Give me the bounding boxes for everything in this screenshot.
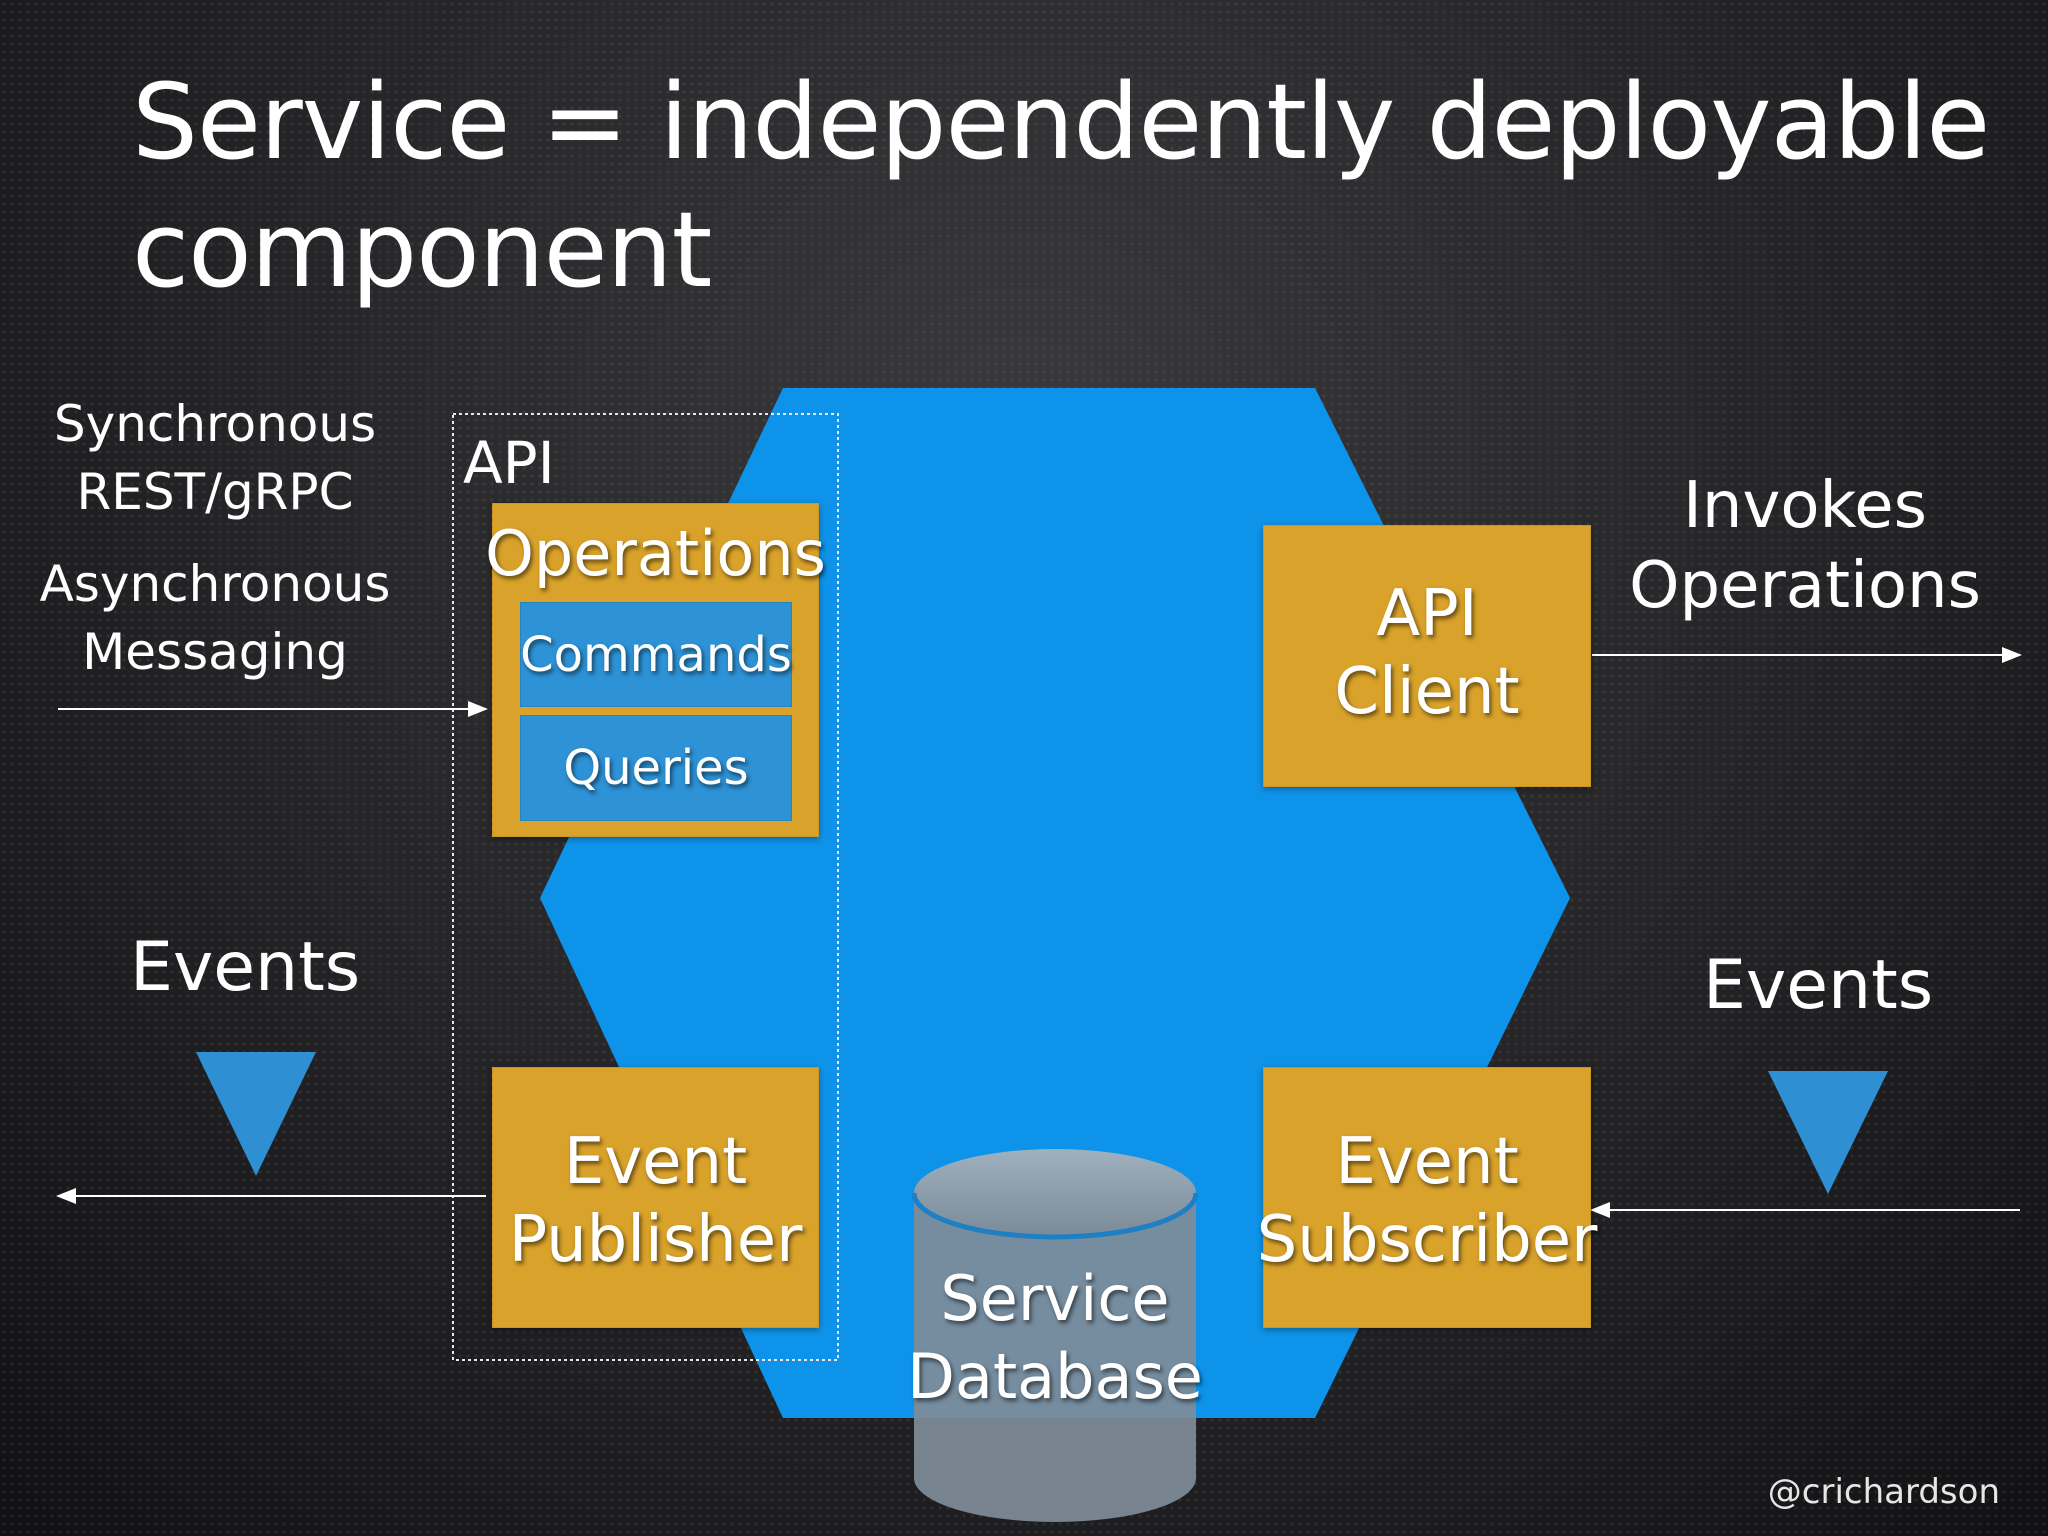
author-handle: @crichardson xyxy=(1767,1472,2000,1512)
right-events-label: Events xyxy=(1703,946,1934,1025)
left-events-label: Events xyxy=(130,928,361,1007)
right-event-triangle xyxy=(1768,1071,1888,1194)
event-subscriber-line2: Subscriber xyxy=(1256,1203,1598,1277)
operations-label: Operations xyxy=(485,516,826,590)
api-boundary xyxy=(452,413,839,1361)
rest-grpc-label: REST/gRPC xyxy=(76,463,354,521)
slide-title: Service = independently deployable compo… xyxy=(132,61,1990,311)
synchronous-label: Synchronous xyxy=(53,395,377,453)
operations-right-label: Operations xyxy=(1629,549,1981,623)
api-client-line2: Client xyxy=(1334,655,1520,729)
event-subscriber-line1: Event xyxy=(1335,1125,1519,1199)
left-event-triangle xyxy=(196,1052,316,1176)
api-client-line1: API xyxy=(1376,577,1478,651)
queries-box: Queries xyxy=(520,715,792,821)
invokes-label: Invokes xyxy=(1683,469,1927,543)
service-database-cylinder xyxy=(911,1149,1199,1522)
event-publisher-line2: Publisher xyxy=(508,1203,803,1277)
event-publisher-line1: Event xyxy=(563,1125,748,1199)
event-subscriber-box: Event Subscriber xyxy=(1256,1067,1598,1328)
commands-box: Commands xyxy=(520,602,792,707)
event-publisher-box: Event Publisher xyxy=(492,1067,819,1328)
api-client-box: API Client xyxy=(1263,525,1591,787)
api-label: API xyxy=(463,429,555,497)
database-line2: Database xyxy=(907,1339,1203,1413)
messaging-label: Messaging xyxy=(82,623,348,681)
database-line1: Service xyxy=(940,1261,1170,1335)
operations-box: Operations Commands Queries xyxy=(485,503,826,837)
asynchronous-label: Asynchronous xyxy=(39,555,391,613)
